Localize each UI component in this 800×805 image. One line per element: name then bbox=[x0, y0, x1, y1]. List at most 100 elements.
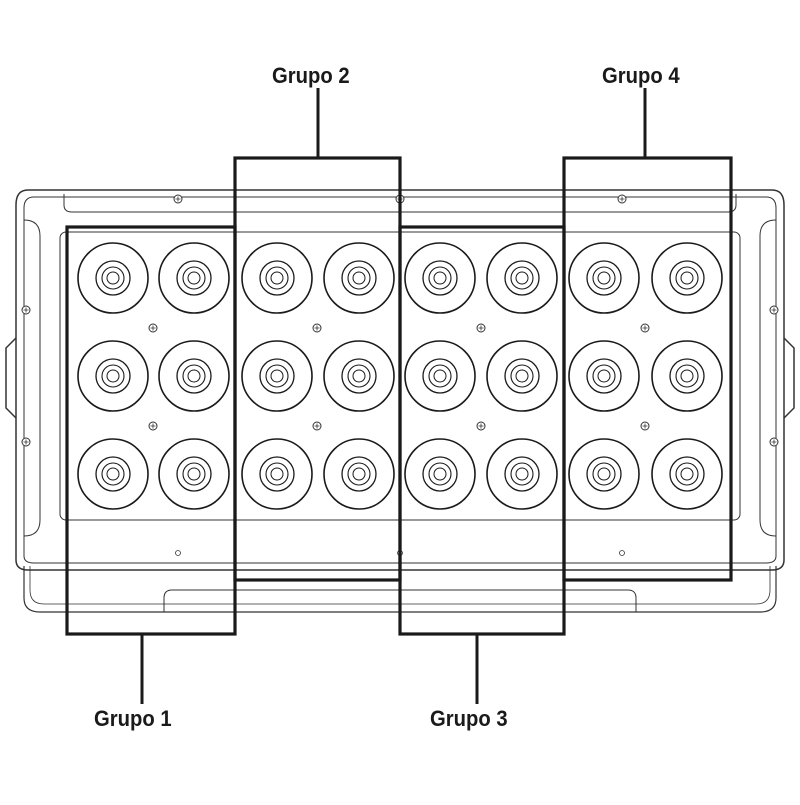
led-lens-ring bbox=[504, 260, 540, 296]
screw-slot-8 bbox=[150, 325, 156, 331]
led-lens-ring bbox=[422, 260, 458, 296]
led-lens-inner bbox=[347, 364, 371, 388]
left-side-panel bbox=[23, 219, 41, 537]
led-emitter bbox=[515, 467, 529, 481]
led-lens-inner bbox=[101, 266, 125, 290]
led-outer-ring bbox=[241, 438, 313, 510]
led-outer-ring bbox=[323, 438, 395, 510]
led-lens-inner bbox=[510, 462, 534, 486]
led-emitter bbox=[187, 271, 201, 285]
led-r1-c8 bbox=[651, 242, 723, 314]
bottom-hole-1 bbox=[175, 550, 181, 556]
led-outer-ring bbox=[77, 438, 149, 510]
led-array bbox=[77, 242, 723, 510]
led-emitter bbox=[270, 369, 284, 383]
led-outer-ring bbox=[241, 340, 313, 412]
led-emitter bbox=[270, 467, 284, 481]
led-r1-c2 bbox=[158, 242, 230, 314]
led-outer-ring bbox=[486, 438, 558, 510]
led-outer-ring bbox=[486, 242, 558, 314]
led-lens-ring bbox=[504, 456, 540, 492]
led-outer-ring bbox=[404, 438, 476, 510]
group-label-4: Grupo 4 bbox=[602, 63, 680, 88]
led-lens-inner bbox=[347, 462, 371, 486]
led-emitter bbox=[680, 467, 694, 481]
screw-slot-3 bbox=[619, 196, 625, 202]
led-outer-ring bbox=[651, 242, 723, 314]
led-outer-ring bbox=[568, 438, 640, 510]
screw-slot-9 bbox=[314, 325, 320, 331]
led-outer-ring bbox=[404, 242, 476, 314]
led-lens-inner bbox=[101, 364, 125, 388]
led-lens-inner bbox=[675, 462, 699, 486]
led-emitter bbox=[270, 271, 284, 285]
led-lens-ring bbox=[586, 260, 622, 296]
led-lens-inner bbox=[592, 364, 616, 388]
led-emitter bbox=[352, 467, 366, 481]
group-label-3: Grupo 3 bbox=[430, 706, 508, 731]
led-lens-ring bbox=[176, 260, 212, 296]
led-r1-c4 bbox=[323, 242, 395, 314]
led-emitter bbox=[597, 369, 611, 383]
led-lens-ring bbox=[422, 456, 458, 492]
led-emitter bbox=[187, 369, 201, 383]
led-lens-ring bbox=[259, 456, 295, 492]
led-r3-c1 bbox=[77, 438, 149, 510]
led-r2-c3 bbox=[241, 340, 313, 412]
led-lens-inner bbox=[347, 266, 371, 290]
led-r1-c3 bbox=[241, 242, 313, 314]
led-outer-ring bbox=[158, 438, 230, 510]
led-emitter bbox=[352, 271, 366, 285]
screw-slot-6 bbox=[771, 307, 777, 313]
led-outer-ring bbox=[158, 242, 230, 314]
led-outer-ring bbox=[404, 340, 476, 412]
group-label-1: Grupo 1 bbox=[94, 706, 172, 731]
led-lens-inner bbox=[510, 266, 534, 290]
led-outer-ring bbox=[323, 242, 395, 314]
screw-slot-13 bbox=[314, 423, 320, 429]
led-outer-ring bbox=[158, 340, 230, 412]
led-r3-c7 bbox=[568, 438, 640, 510]
led-outer-ring bbox=[241, 242, 313, 314]
led-outer-ring bbox=[568, 340, 640, 412]
led-lens-inner bbox=[428, 462, 452, 486]
led-emitter bbox=[433, 467, 447, 481]
screw-slot-1 bbox=[175, 196, 181, 202]
led-lens-ring bbox=[669, 260, 705, 296]
led-lens-inner bbox=[182, 364, 206, 388]
led-lens-ring bbox=[341, 260, 377, 296]
bottom-hole-3 bbox=[619, 550, 625, 556]
led-r2-c6 bbox=[486, 340, 558, 412]
led-r2-c1 bbox=[77, 340, 149, 412]
led-lens-inner bbox=[265, 266, 289, 290]
right-side-panel bbox=[759, 219, 777, 537]
led-r1-c7 bbox=[568, 242, 640, 314]
led-lens-ring bbox=[504, 358, 540, 394]
led-lens-inner bbox=[675, 266, 699, 290]
led-r1-c1 bbox=[77, 242, 149, 314]
led-r3-c8 bbox=[651, 438, 723, 510]
led-r1-c6 bbox=[486, 242, 558, 314]
screw-slot-4 bbox=[23, 307, 29, 313]
led-emitter bbox=[106, 369, 120, 383]
led-emitter bbox=[187, 467, 201, 481]
led-lens-ring bbox=[669, 358, 705, 394]
led-r3-c5 bbox=[404, 438, 476, 510]
led-lens-inner bbox=[428, 364, 452, 388]
led-outer-ring bbox=[651, 438, 723, 510]
housing-outline bbox=[15, 189, 785, 571]
led-lens-inner bbox=[592, 462, 616, 486]
led-lens-ring bbox=[95, 358, 131, 394]
led-lens-ring bbox=[422, 358, 458, 394]
led-lens-ring bbox=[341, 456, 377, 492]
led-lens-ring bbox=[176, 456, 212, 492]
led-r2-c7 bbox=[568, 340, 640, 412]
led-lens-ring bbox=[586, 358, 622, 394]
led-r1-c5 bbox=[404, 242, 476, 314]
led-emitter bbox=[106, 467, 120, 481]
led-lens-ring bbox=[586, 456, 622, 492]
led-lens-inner bbox=[510, 364, 534, 388]
led-lens-ring bbox=[176, 358, 212, 394]
led-outer-ring bbox=[486, 340, 558, 412]
